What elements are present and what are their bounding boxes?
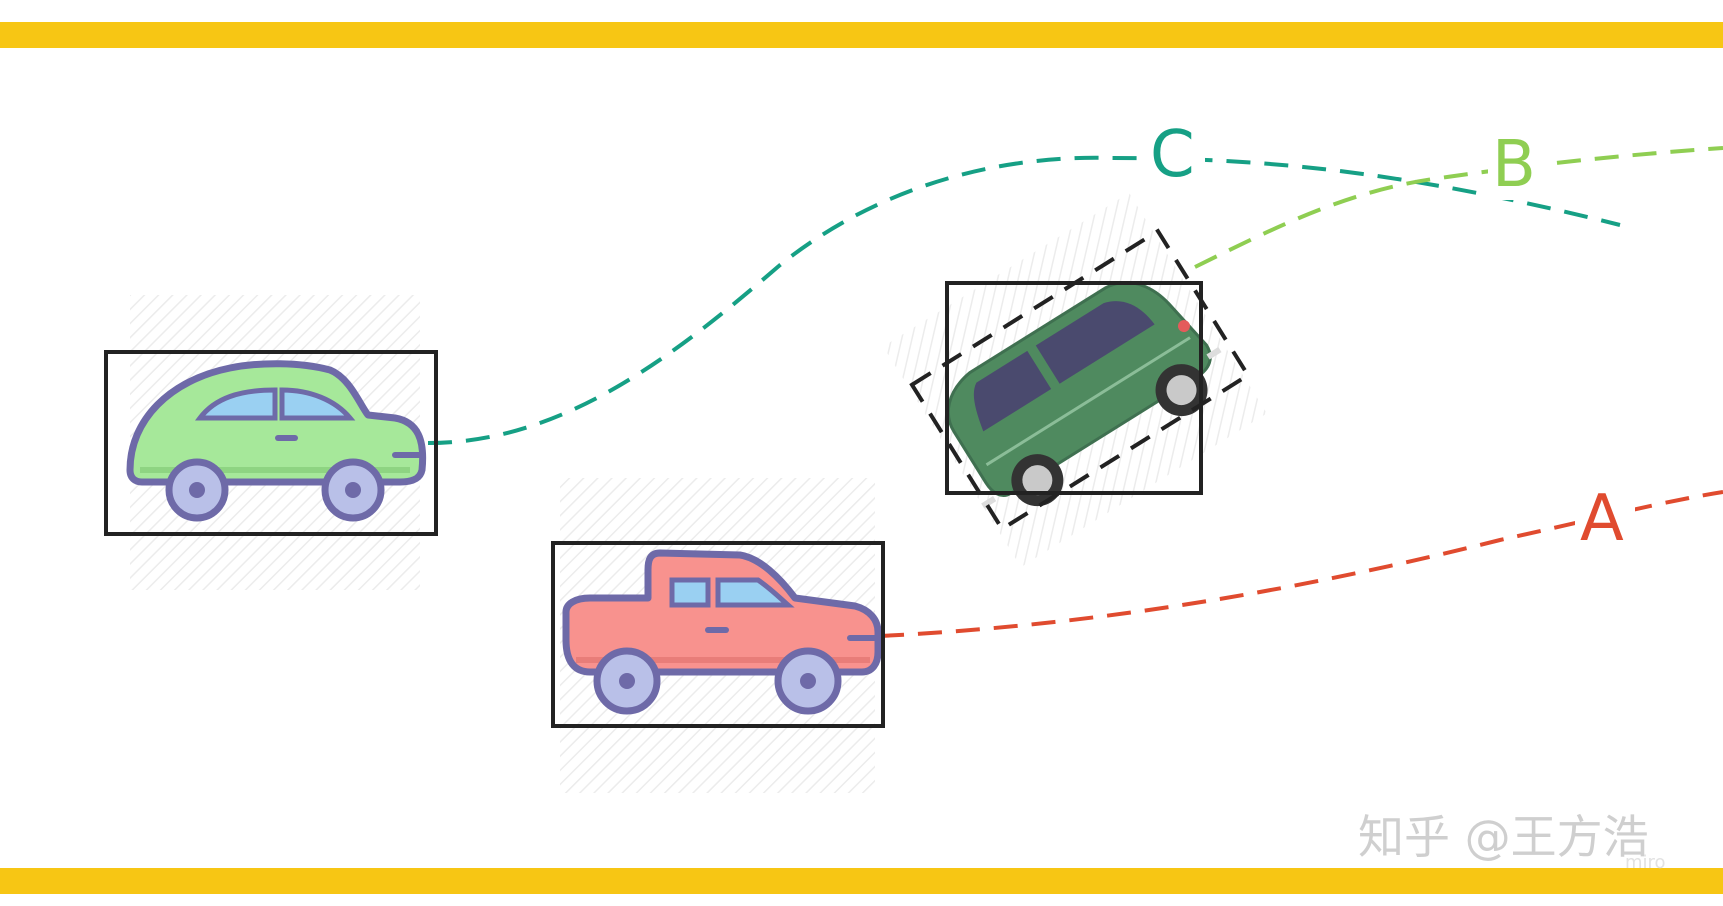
dark-green-minicar-icon: [946, 281, 1222, 509]
path-b-line: [1194, 146, 1723, 269]
path-a-label: A: [1580, 482, 1624, 556]
path-c-line: [427, 155, 1621, 445]
top-lane-border: [0, 22, 1723, 48]
watermark-sub: miro: [1625, 852, 1666, 873]
bottom-lane-border: [0, 868, 1723, 894]
path-c-label: C: [1150, 118, 1195, 192]
red-pickup-car-icon: [562, 549, 882, 715]
path-a-line: [879, 490, 1723, 638]
tilted-car-rotated-box: [909, 228, 1251, 532]
path-b-label: B: [1492, 128, 1536, 202]
bottom-car-bounding-box: [551, 541, 885, 728]
watermark-text: 知乎 @王方浩: [1358, 810, 1649, 864]
green-beetle-car-icon: [126, 360, 427, 522]
left-car-bounding-box: [104, 350, 438, 536]
